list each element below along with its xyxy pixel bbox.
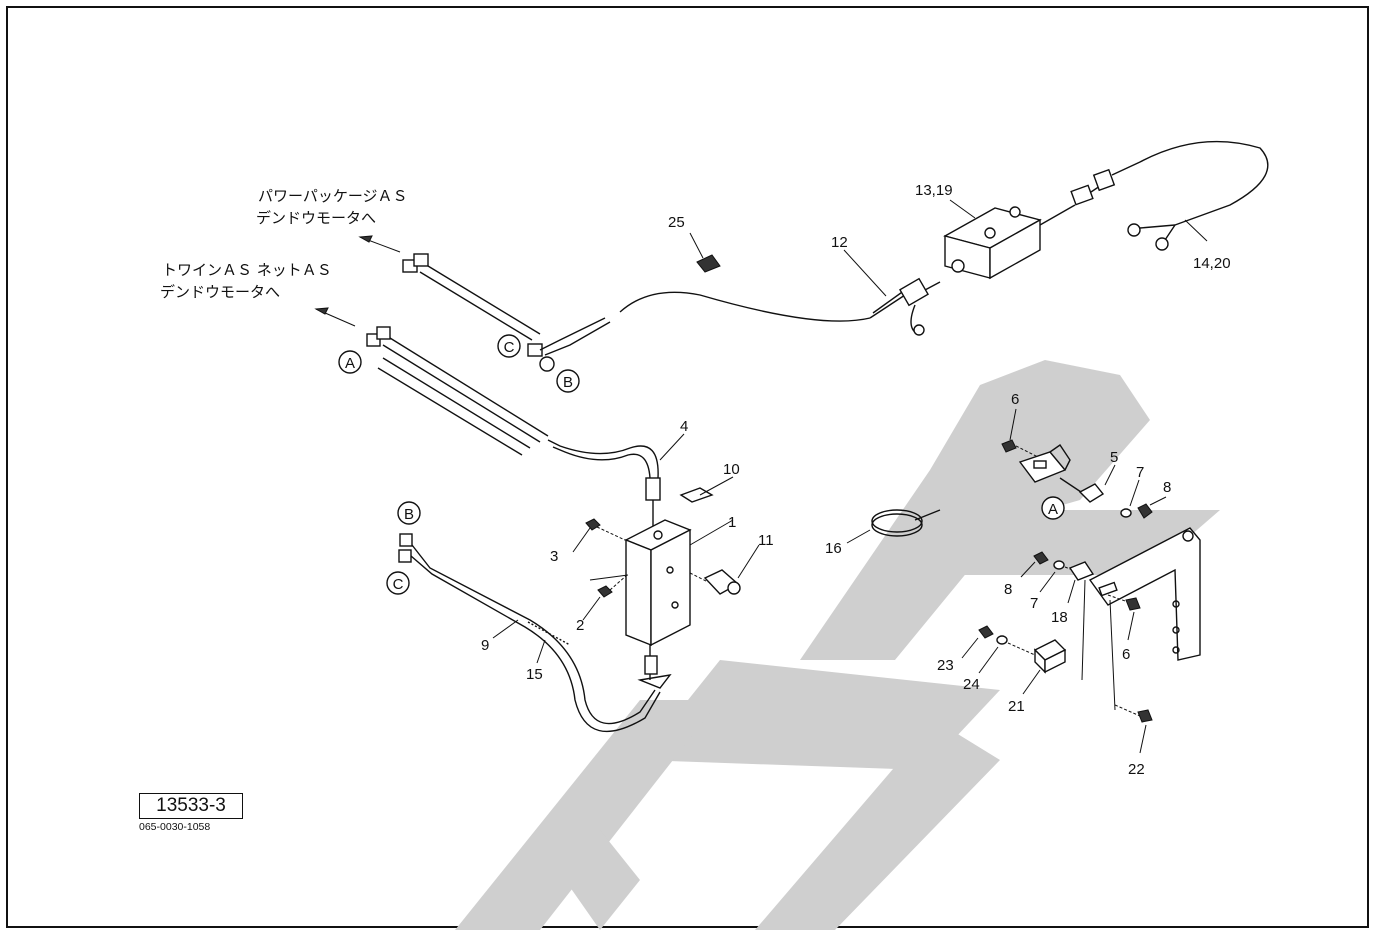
part-label-18: 18 (1051, 609, 1068, 626)
connector-callout-a1: A (338, 350, 362, 374)
note-arrowhead-1 (358, 235, 373, 243)
svg-text:B: B (404, 506, 414, 523)
part-5-bracket (1001, 439, 1153, 519)
note-power-package-2: デンドウモータへ (256, 209, 376, 227)
part-label-3: 3 (550, 548, 558, 565)
part-label-2: 2 (576, 617, 584, 634)
svg-text:A: A (345, 355, 355, 372)
part-label-8-upper: 8 (1163, 479, 1171, 496)
note-arrowhead-2 (314, 307, 329, 315)
drawing-frame (6, 6, 1369, 928)
svg-text:C: C (504, 339, 515, 356)
svg-text:C: C (393, 576, 404, 593)
part-label-15: 15 (526, 666, 543, 683)
connector-callout-a2: A (1041, 496, 1065, 520)
svg-text:B: B (563, 374, 573, 391)
part-2-bolt (589, 574, 629, 598)
part-22-bolt (1114, 704, 1153, 723)
part-label-16: 16 (825, 540, 842, 557)
part-label-14-20: 14,20 (1193, 255, 1231, 272)
note-power-package-1: パワーパッケージＡＳ (258, 187, 408, 205)
part-label-6-upper: 6 (1011, 391, 1019, 408)
drawing-code: 065-0030-1058 (139, 821, 211, 833)
part-label-9: 9 (481, 637, 489, 654)
part-8-nut-lower (1033, 551, 1095, 581)
connector-callout-c1: C (497, 334, 521, 358)
connector-callout-b1: B (556, 369, 580, 393)
part-label-12: 12 (831, 234, 848, 251)
part-1-block (624, 519, 692, 689)
leader-lines (492, 199, 1208, 754)
note-twin-1: トワインＡＳ ネットＡＳ (162, 261, 332, 279)
part-11-fitting (689, 569, 741, 595)
part-13-control-box (943, 140, 1269, 280)
connector-callout-b2: B (397, 501, 421, 525)
part-3-nut (585, 518, 626, 541)
part-label-5: 5 (1110, 449, 1118, 466)
part-label-7-upper: 7 (1136, 464, 1144, 481)
part-9-harness (398, 533, 661, 733)
part-label-24: 24 (963, 676, 980, 693)
part-label-6-lower: 6 (1122, 646, 1130, 663)
part-21-block (978, 625, 1067, 674)
figure-number-box: 13533-3 (139, 793, 243, 819)
part-16-clamp (871, 509, 941, 537)
part-label-25: 25 (668, 214, 685, 231)
part-label-4: 4 (680, 418, 688, 435)
part-label-11: 11 (758, 532, 774, 549)
note-twin-2: デンドウモータへ (160, 283, 280, 301)
part-label-7-lower: 7 (1030, 595, 1038, 612)
connector-callout-c2: C (386, 571, 410, 595)
part-label-8-lower: 8 (1004, 581, 1012, 598)
part-12-connector (869, 277, 941, 336)
part-label-13-19: 13,19 (915, 182, 953, 199)
part-label-22: 22 (1128, 761, 1145, 778)
part-label-10: 10 (723, 461, 740, 478)
part-label-23: 23 (937, 657, 954, 674)
part-25-clip (696, 254, 721, 273)
part-10-clip (679, 487, 714, 503)
watermark-logo (455, 360, 1220, 930)
part-label-21: 21 (1008, 698, 1025, 715)
part-6-bolt-lower (1107, 594, 1141, 611)
upper-harness (402, 253, 871, 372)
part-label-1: 1 (728, 514, 736, 531)
svg-text:A: A (1048, 501, 1058, 518)
part-4-harness (366, 326, 661, 530)
